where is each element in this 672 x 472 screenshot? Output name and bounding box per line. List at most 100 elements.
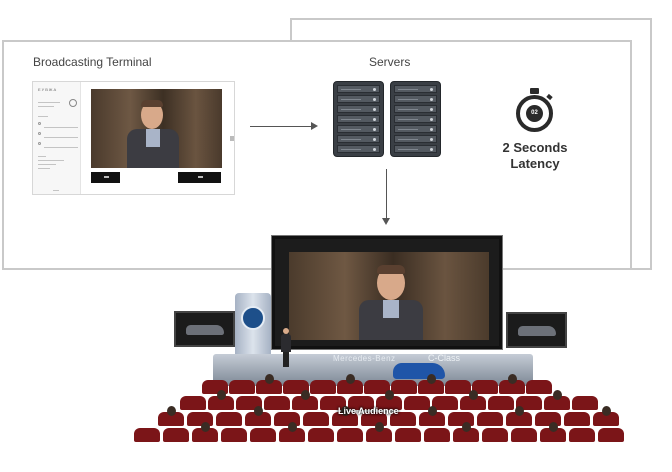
arrow-terminal-to-servers [250,126,312,127]
audience-member [288,422,297,432]
audience-seat [453,428,479,442]
arrow-head-down-icon [382,218,390,225]
stage-brand-text: Mercedes-Benz [333,354,396,363]
terminal-text-line [38,102,60,103]
servers-title: Servers [369,55,411,69]
side-screen-left [174,311,235,347]
audience-member [346,374,355,384]
audience-seat [506,412,532,426]
audience-seat [216,412,242,426]
audience-seat [540,428,566,442]
terminal-sidebar: ЕУВЖА [33,82,81,194]
audience-seat [208,396,234,410]
stage-model-text: C-Class [428,353,461,363]
audience-seat [364,380,390,394]
audience-member [341,406,350,416]
arrow-servers-to-audience [386,169,387,219]
audience-seat [419,412,445,426]
audience-seat [303,412,329,426]
terminal-emblem-icon [69,99,77,107]
terminal-radio-icon [38,122,41,125]
audience-seat [395,428,421,442]
audience-member [375,422,384,432]
side-screen-right [506,312,567,348]
audience-member [385,390,394,400]
presenter-shirt [146,129,160,147]
audience-seat [376,396,402,410]
audience-seat [308,428,334,442]
terminal-text-line [44,137,78,138]
audience-member [602,406,611,416]
terminal-text-line [44,147,78,148]
audience-seat [245,412,271,426]
terminal-radio-icon [38,132,41,135]
audience-seat [569,428,595,442]
audience-member [462,422,471,432]
presenter-hair [377,265,405,274]
live-audience-scene: Mercedes-Benz C-Class Live Audience [118,236,632,446]
audience-member [469,390,478,400]
arrow-head-right-icon [311,122,318,130]
latency-label: 2 Seconds Latency [502,140,568,171]
audience-seat [332,412,358,426]
stopwatch-display: 02 [526,105,543,122]
server-rack-icon [333,81,384,157]
audience-member [427,374,436,384]
audience-seat [320,396,346,410]
audience-seat [256,380,282,394]
audience-member [265,374,274,384]
audience-seat [418,380,444,394]
audience-seat [310,380,336,394]
audience-seat [134,428,160,442]
main-stage-screen [272,236,502,349]
audience-seat [445,380,471,394]
terminal-text-line [38,156,46,157]
audience-seat [337,380,363,394]
audience-seat [292,396,318,410]
audience-seat [477,412,503,426]
audience-seat [460,396,486,410]
server-rack-icon [390,81,441,157]
audience-seat [264,396,290,410]
terminal-right-button [178,172,221,183]
audience-seat [391,380,417,394]
audience-member [515,406,524,416]
audience-seat [424,428,450,442]
audience-seats [118,374,632,446]
audience-seat [229,380,255,394]
audience-seat [472,380,498,394]
terminal-radio-icon [38,142,41,145]
terminal-video-preview [91,89,222,168]
audience-seat [390,412,416,426]
audience-member [201,422,210,432]
audience-member [553,390,562,400]
broadcasting-terminal-screenshot: ЕУВЖА [32,81,235,195]
audience-member [217,390,226,400]
audience-seat [250,428,276,442]
live-audience-label: Live Audience [338,406,399,416]
audience-seat [598,428,624,442]
presenter-hair [141,100,163,107]
terminal-text-line [38,164,56,165]
terminal-text-line [38,106,54,107]
terminal-text-line [53,190,59,191]
main-screen-video [289,252,489,340]
audience-seat [163,428,189,442]
audience-seat [488,396,514,410]
audience-seat [499,380,525,394]
terminal-text-line [38,168,50,169]
terminal-logo: ЕУВЖА [38,87,58,92]
stopwatch-icon: 02 [516,95,553,132]
terminal-text-line [44,127,78,128]
audience-seat [279,428,305,442]
stopwatch-crown [530,88,539,94]
terminal-left-button [91,172,120,183]
audience-seat [544,396,570,410]
terminal-text-line [38,160,64,161]
mercedes-star-icon [241,306,265,330]
audience-seat [432,396,458,410]
presenter-head [141,101,163,129]
audience-seat [158,412,184,426]
terminal-text-line [38,116,48,117]
audience-seat [564,412,590,426]
